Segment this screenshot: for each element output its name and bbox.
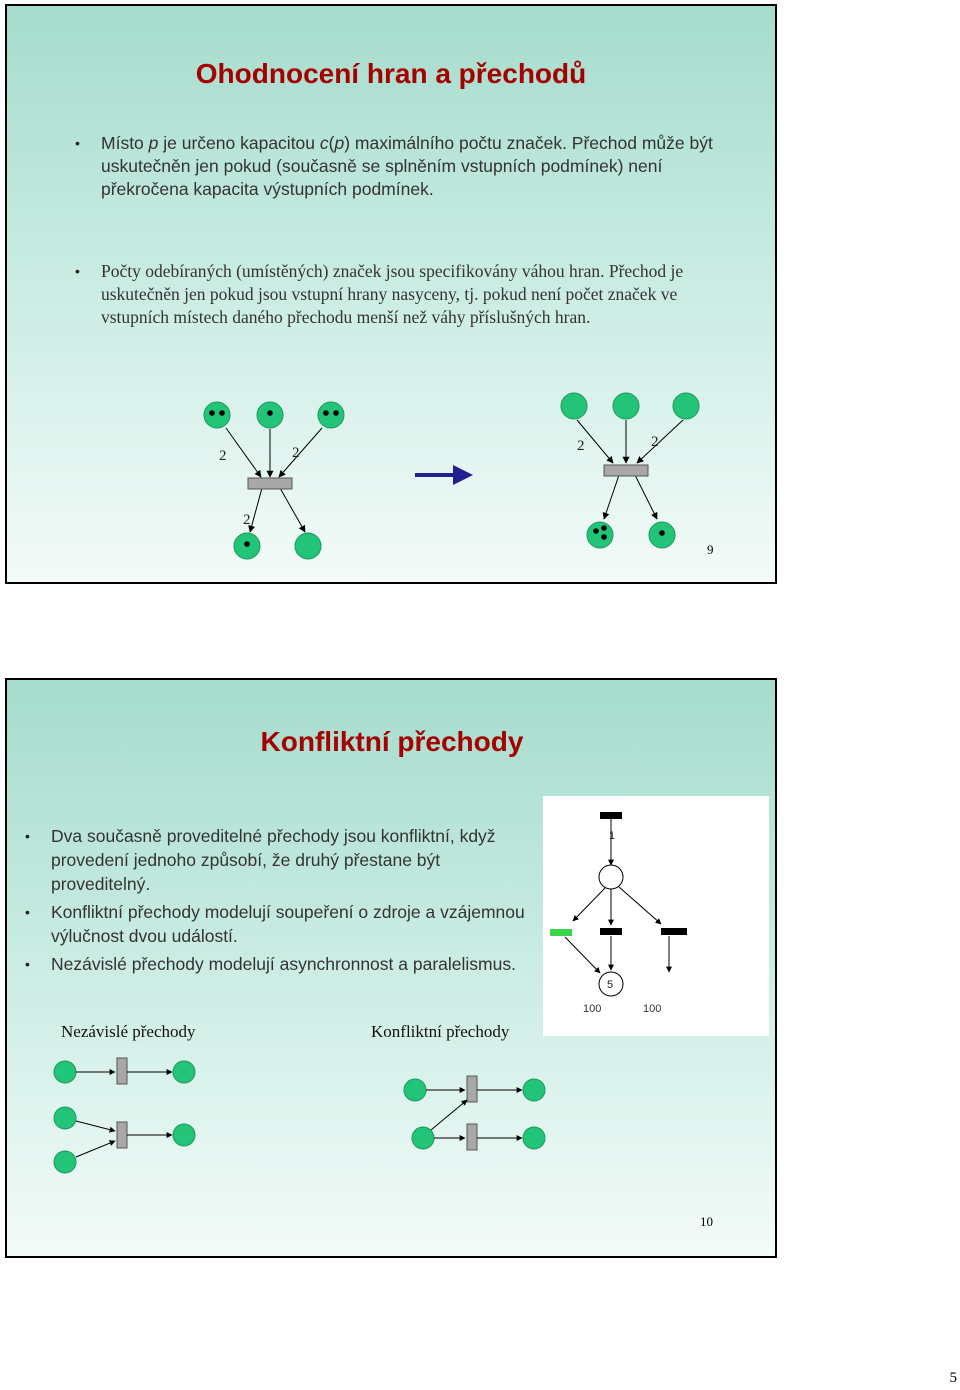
- caption-conflict: Konfliktní přechody: [371, 1022, 510, 1041]
- page-number: 5: [949, 1370, 958, 1386]
- bullet-independent-model: Nezávislé přechody modelují asynchronnos…: [25, 952, 541, 976]
- weight-right-in-2: 2: [651, 434, 659, 450]
- conflict-transition-2: [466, 1123, 478, 1151]
- slide-number: 9: [707, 542, 714, 557]
- slide-title: Konfliktní přechody: [260, 726, 524, 757]
- bullet-list-1: Místo p je určeno kapacitou c(p) maximál…: [75, 132, 741, 201]
- net-after: 2 2: [560, 392, 700, 549]
- top-weight: 1: [609, 830, 615, 842]
- bullet-list: Dva současně proveditelné přechody jsou …: [25, 824, 541, 976]
- place-input-3-after: [672, 392, 700, 420]
- conflict-place-2: [522, 1078, 546, 1102]
- slide-9: Ohodnocení hran a přechodů Místo p je ur…: [5, 4, 777, 584]
- conflict-transition-1: [466, 1075, 478, 1103]
- transition-before: [247, 477, 293, 490]
- independent-place-3: [53, 1106, 77, 1130]
- weight-left-in-2: 2: [292, 445, 300, 461]
- bullet-conflict-model: Konfliktní přechody modelují soupeření o…: [25, 900, 541, 948]
- left-weight: 100: [583, 1003, 601, 1015]
- middle-transition: [600, 928, 622, 935]
- place-input-1-after: [560, 392, 588, 420]
- conflict-place-3: [522, 1126, 546, 1150]
- independent-transition-2: [116, 1121, 128, 1149]
- bullet-weights: Počty odebíraných (umístěných) značek js…: [75, 260, 721, 329]
- independent-transitions-diagram: [53, 1057, 196, 1174]
- independent-place-5: [172, 1123, 196, 1147]
- place-input-2-after: [612, 392, 640, 420]
- place-output-2: [294, 532, 322, 560]
- bullet-capacity: Místo p je určeno kapacitou c(p) maximál…: [75, 132, 741, 201]
- weight-right-in-1: 2: [577, 438, 585, 454]
- capacity-label: 5: [607, 979, 613, 991]
- weight-left-in-1: 2: [219, 448, 227, 464]
- conflict-place-1: [403, 1078, 427, 1102]
- capacity-place: [598, 971, 624, 997]
- place-output-1-after: [586, 521, 614, 549]
- place-input-3: [317, 401, 345, 429]
- independent-transition-1: [116, 1057, 128, 1085]
- weight-left-out: 2: [243, 512, 251, 528]
- caption-independent: Nezávislé přechody: [61, 1022, 196, 1041]
- independent-place-1: [53, 1060, 77, 1084]
- conflict-place-shared: [411, 1126, 435, 1150]
- conflict-figure: 1 5 100 100: [543, 796, 769, 1036]
- top-transition: [600, 812, 622, 819]
- right-weight: 100: [643, 1003, 661, 1015]
- slide-10: Konfliktní přechody Dva současně provedi…: [5, 678, 777, 1258]
- conflict-transitions-diagram: [403, 1075, 546, 1151]
- transition-after: [603, 464, 649, 477]
- independent-place-2: [172, 1060, 196, 1084]
- slide-number: 10: [700, 1214, 713, 1229]
- place-input-1: [203, 401, 231, 429]
- bullet-list-2: Počty odebíraných (umístěných) značek js…: [75, 260, 721, 329]
- shared-place: [598, 864, 624, 890]
- net-before: 2 2 2: [203, 401, 345, 560]
- right-transition: [661, 928, 687, 935]
- independent-place-4: [53, 1150, 77, 1174]
- slide-title: Ohodnocení hran a přechodů: [195, 58, 587, 89]
- bullet-conflict-definition: Dva současně proveditelné přechody jsou …: [25, 824, 541, 896]
- left-enabled-transition: [550, 929, 572, 936]
- petri-net-firing-diagram: 2 2 2 2 2: [203, 392, 700, 560]
